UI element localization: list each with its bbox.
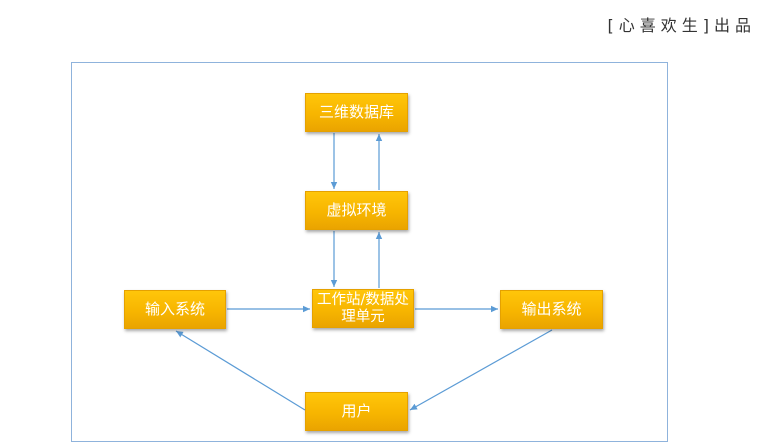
node-virtual-environment: 虚拟环境: [305, 191, 408, 230]
credit-label: [心喜欢生]出品: [607, 16, 756, 35]
node-user-label: 用户: [341, 402, 372, 420]
node-output-system: 输出系统: [500, 290, 603, 329]
node-workstation-label: 工作站/数据处理单元: [317, 291, 409, 325]
node-workstation: 工作站/数据处理单元: [312, 289, 414, 328]
node-user: 用户: [305, 392, 408, 431]
node-virtual-environment-label: 虚拟环境: [326, 201, 387, 219]
node-input-system-label: 输入系统: [144, 300, 205, 318]
node-output-system-label: 输出系统: [521, 300, 582, 318]
node-3d-database-label: 三维数据库: [318, 103, 394, 121]
node-3d-database: 三维数据库: [305, 93, 408, 132]
node-input-system: 输入系统: [124, 290, 226, 329]
